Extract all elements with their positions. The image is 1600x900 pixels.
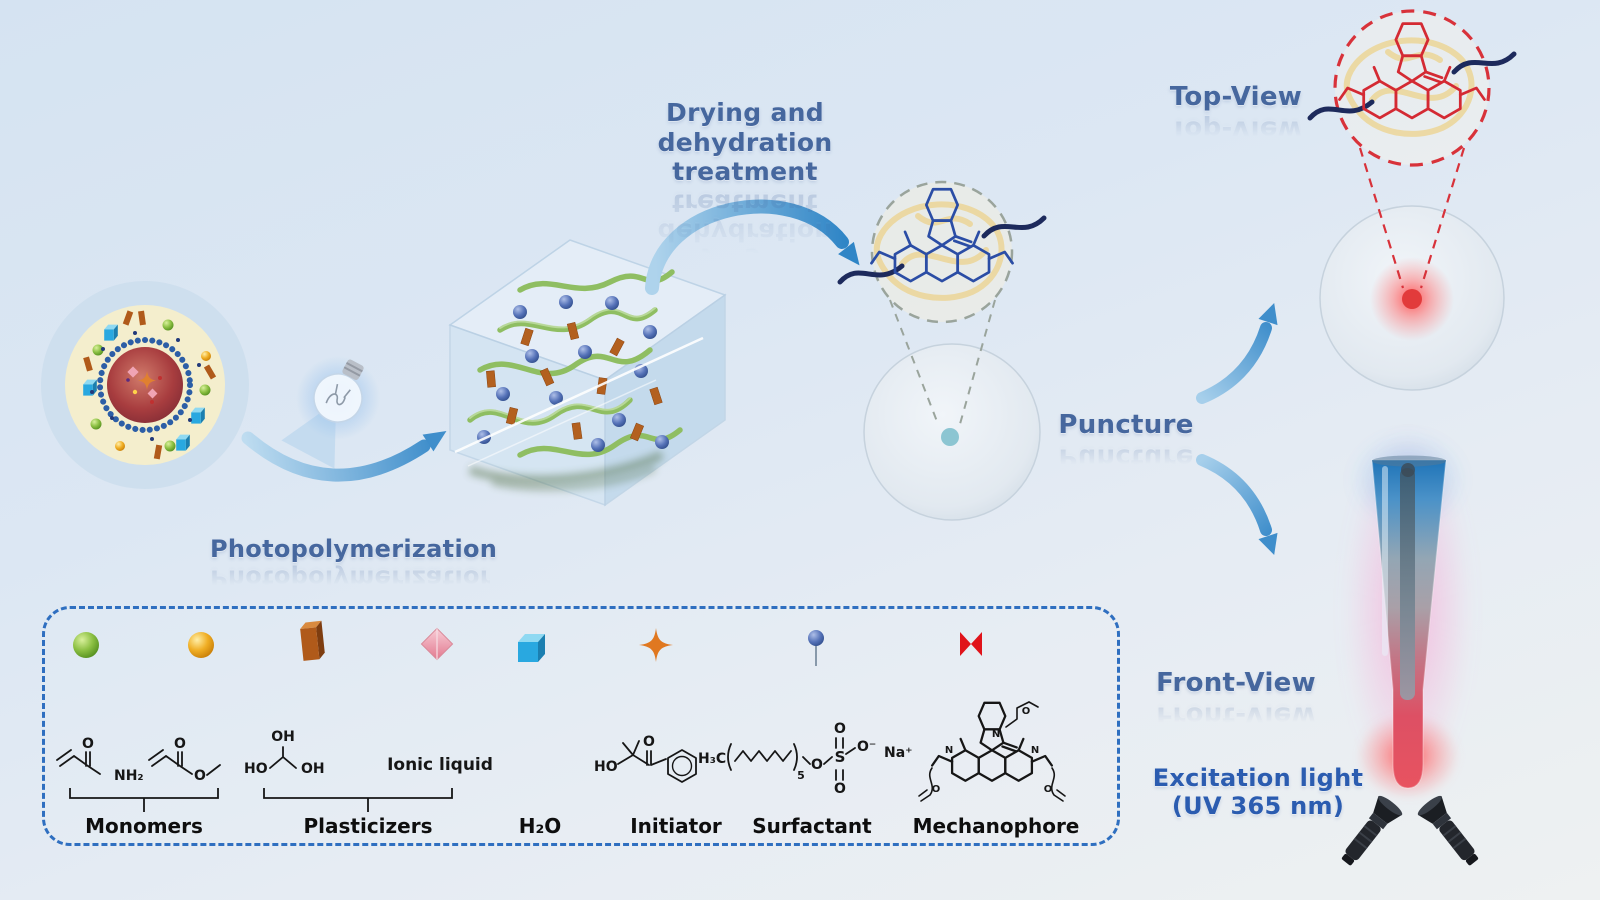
drying-arrow	[645, 199, 860, 295]
zoom-cone-red	[1358, 147, 1466, 289]
mechanophore-structure	[931, 701, 1053, 782]
surfactant-repeat-5: 5	[797, 769, 805, 782]
puncture-arrow-up	[1196, 302, 1278, 404]
methylacrylate-O: O	[174, 736, 186, 752]
hydrogel-box	[448, 239, 727, 507]
yellow-sphere-icon	[188, 632, 214, 658]
initiator-O: O	[643, 734, 655, 750]
acrylamide-O: O	[82, 736, 94, 752]
capsule-core-contents	[126, 366, 162, 404]
needle-rod	[1400, 468, 1415, 700]
photopolymerization-arrow	[241, 431, 447, 482]
puncture-dot	[941, 428, 959, 446]
puncture-arrow-down	[1196, 454, 1278, 556]
glycerol-HO: HO	[244, 761, 268, 777]
legend-structures	[56, 701, 1066, 802]
monomer-beads	[477, 295, 669, 452]
mech-O-left: O	[932, 784, 941, 795]
lamp-beam	[281, 413, 336, 469]
legend-atom-labels: O NH₂ O O HO OH OH Ionic liquid HO O H₃C…	[82, 706, 1052, 797]
fluorescent-dot	[1402, 289, 1422, 309]
initiator-HO: HO	[594, 759, 618, 775]
top-view-label: Top-View Top-View	[1156, 82, 1316, 144]
mech-N-left: N	[945, 745, 953, 756]
label-mechanophore: Mechanophore	[913, 814, 1080, 838]
polymer-network	[467, 269, 683, 492]
drying-treatment-label: Drying and dehydration treatment Drying …	[585, 98, 905, 276]
capsule-inset-gray	[840, 180, 1044, 324]
legend-brackets	[69, 788, 453, 812]
drying-line2: dehydration treatment	[657, 127, 833, 187]
front-view-tube	[1344, 430, 1472, 800]
excitation-light-label: Excitation light (UV 365 nm)	[1138, 764, 1378, 821]
photopolymerization-label: Photopolymerization Photopolymerization	[210, 535, 498, 593]
red-bowtie-icon	[960, 632, 982, 656]
zoom-cone-gray	[889, 299, 996, 425]
surfactant-Na: Na⁺	[884, 745, 913, 761]
acrylamide-NH2: NH₂	[114, 768, 144, 784]
blue-pin-icon	[808, 630, 824, 666]
legend-box	[42, 606, 1120, 846]
legend-category-labels: Monomers Plasticizers H₂O Initiator Surf…	[85, 814, 1079, 838]
front-view-reflection: Front-View	[1156, 700, 1316, 731]
orange-brick-icon	[300, 620, 325, 661]
surfactant-H3C: H₃C	[698, 751, 726, 767]
drying-treatment-reflection: Drying and dehydration treatment	[657, 188, 833, 276]
drying-line1: Drying and	[666, 98, 824, 127]
brick-particles	[486, 321, 663, 442]
excitation-line2: (UV 365 nm)	[1171, 792, 1345, 821]
surfactant-S: S	[835, 748, 846, 766]
top-view-reflection: Top-View	[1169, 114, 1303, 145]
label-surfactant: Surfactant	[752, 814, 872, 838]
blue-cube-icon	[518, 634, 545, 662]
puncture-label: Puncture Puncture	[1046, 410, 1206, 472]
legend-icons	[73, 620, 982, 666]
uv-lamp-icon	[281, 356, 380, 469]
pink-diamond-icon	[420, 627, 454, 661]
orange-sparkle-icon	[639, 628, 673, 662]
surfactant-O-top: O	[834, 721, 846, 737]
mech-N-right: N	[1031, 745, 1039, 756]
label-plasticizers: Plasticizers	[303, 814, 432, 838]
label-monomers: Monomers	[85, 814, 203, 838]
microcapsule-illustration	[41, 281, 249, 489]
surfactant-ether-O: O	[811, 757, 823, 773]
glycerol-OH-right: OH	[301, 761, 325, 777]
capsule-inset-red	[1310, 9, 1514, 167]
capsule-shell-ring	[97, 337, 193, 433]
excitation-line1: Excitation light	[1152, 764, 1364, 792]
green-sphere-icon	[73, 632, 99, 658]
methylacrylate-ester-O: O	[194, 768, 206, 784]
mech-O-right: O	[1044, 784, 1053, 795]
surfactant-O-bottom: O	[834, 781, 846, 797]
front-view-label: Front-View Front-View	[1156, 668, 1316, 731]
photopolymerization-reflection: Photopolymerization	[210, 564, 498, 593]
glycerol-OH-top: OH	[271, 729, 295, 745]
mech-N-top: N	[992, 729, 1000, 740]
puncture-reflection: Puncture	[1058, 442, 1194, 473]
zoom-circle-red	[1333, 9, 1491, 167]
label-water: H₂O	[519, 814, 562, 838]
flashlight-right-icon	[1414, 792, 1487, 873]
mech-O-top: O	[1022, 706, 1031, 717]
surfactant-O-minus: O⁻	[857, 739, 876, 755]
ionic-liquid-label: Ionic liquid	[387, 755, 493, 775]
label-initiator: Initiator	[630, 814, 722, 838]
capsule-shell-contents	[83, 310, 217, 460]
